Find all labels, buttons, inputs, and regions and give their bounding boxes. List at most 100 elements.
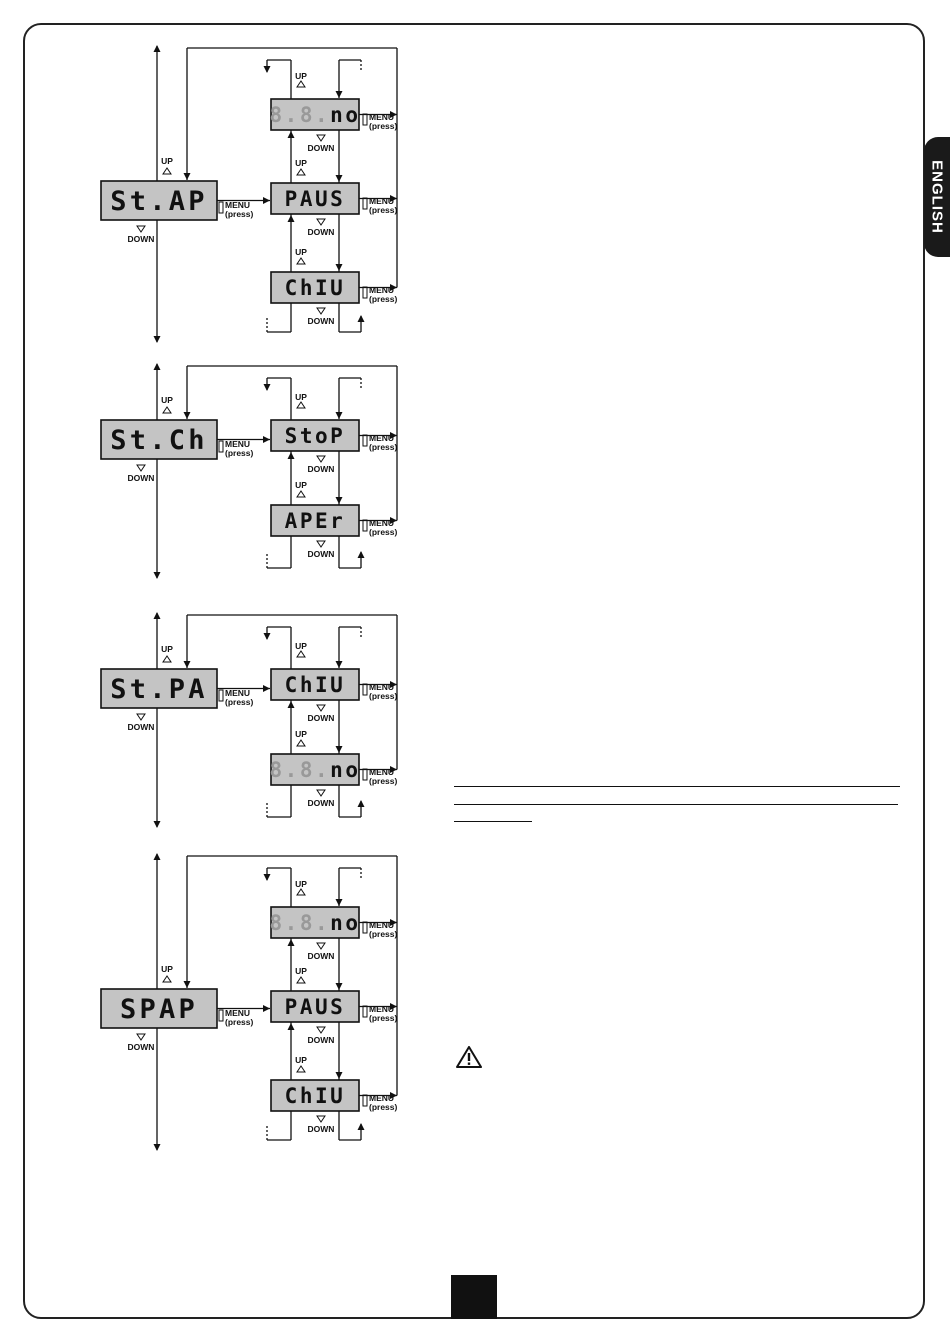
up-triangle-icon [162, 655, 172, 663]
scroll-down-arrow [153, 821, 161, 828]
main-display-screen [100, 668, 218, 709]
option-display-stop-text: StoP [285, 424, 346, 448]
menu-button-icon [218, 689, 224, 702]
option-display-stop: StoP [270, 419, 360, 452]
press-label: (press) [225, 1017, 254, 1027]
up-label: UP [295, 966, 307, 976]
page-number-box [451, 1275, 497, 1319]
menu-button-icon [362, 519, 368, 532]
down-label: DOWN [128, 722, 155, 732]
wrap-down-arrow [335, 412, 343, 419]
bottom-loop-arrow [357, 551, 365, 558]
main-display-text: St.AP [110, 186, 207, 217]
menu-label: MENU [369, 920, 394, 930]
up-label: UP [295, 71, 307, 81]
enter-arrow [263, 197, 270, 204]
option-display-aper: APEr [270, 504, 360, 537]
option-display-paus-screen [270, 182, 360, 215]
menu-label: MENU [225, 1008, 250, 1018]
up-triangle-icon [162, 167, 172, 175]
exit-arrow [390, 111, 397, 118]
down-label: DOWN [128, 473, 155, 483]
down-triangle-icon [316, 789, 326, 797]
scroll-down-arrow [153, 336, 161, 343]
down-triangle-icon [136, 464, 146, 472]
bottom-loop-arrow [357, 315, 365, 322]
up-label: UP [295, 392, 307, 402]
option-display-no: 8.8.no [270, 753, 361, 786]
exit-arrow [390, 432, 397, 439]
option-display-chiu-text: ChIU [285, 1084, 346, 1108]
main-display-text: St.PA [110, 674, 207, 705]
menu-button-icon [218, 1009, 224, 1022]
up-triangle-icon [296, 490, 306, 498]
wrap-down-arrow [335, 661, 343, 668]
menu-label: MENU [225, 200, 250, 210]
menu-button-icon [362, 921, 368, 934]
menu-button-icon [362, 286, 368, 299]
up-label: UP [295, 641, 307, 651]
wrap-up-arrow [263, 66, 271, 73]
up-triangle-icon [296, 168, 306, 176]
down-label: DOWN [308, 143, 335, 153]
warning-triangle-icon [456, 1046, 482, 1073]
down-label: DOWN [308, 1124, 335, 1134]
main-display-text: St.Ch [110, 425, 207, 456]
down-nav-arrow [335, 497, 343, 504]
option-display-chiu-text: ChIU [285, 276, 346, 300]
down-triangle-icon [316, 704, 326, 712]
up-triangle-icon [296, 976, 306, 984]
down-triangle-icon [316, 134, 326, 142]
option-display-no-screen [270, 98, 360, 131]
press-label: (press) [225, 697, 254, 707]
language-tab: ENGLISH [924, 137, 950, 257]
up-triangle-icon [162, 406, 172, 414]
up-triangle-icon [296, 888, 306, 896]
down-triangle-icon [316, 307, 326, 315]
press-label: (press) [225, 209, 254, 219]
wrap-up-arrow [263, 633, 271, 640]
down-label: DOWN [128, 234, 155, 244]
up-nav-arrow [287, 939, 295, 946]
up-label: UP [295, 480, 307, 490]
down-triangle-icon [136, 225, 146, 233]
up-nav-arrow [287, 452, 295, 459]
main-display: SPAP [100, 988, 218, 1029]
down-label: DOWN [308, 549, 335, 559]
down-triangle-icon [316, 942, 326, 950]
wrap-up-arrow [263, 874, 271, 881]
down-triangle-icon [316, 540, 326, 548]
press-label: (press) [369, 294, 398, 304]
down-triangle-icon [316, 218, 326, 226]
exit-arrow [390, 517, 397, 524]
exit-arrow [390, 766, 397, 773]
option-display-no-text: 8.8.no [270, 758, 361, 782]
menu-label: MENU [225, 439, 250, 449]
enter-arrow [263, 685, 270, 692]
menu-label: MENU [369, 112, 394, 122]
press-label: (press) [369, 527, 398, 537]
option-display-chiu-screen [270, 271, 360, 304]
down-label: DOWN [308, 227, 335, 237]
down-triangle-icon [316, 455, 326, 463]
scroll-up-arrow [153, 363, 161, 370]
down-nav-arrow [335, 1072, 343, 1079]
down-label: DOWN [128, 1042, 155, 1052]
text-rule-2 [454, 804, 898, 805]
main-display: St.PA [100, 668, 218, 709]
menu-button-icon [362, 197, 368, 210]
option-display-chiu-screen [270, 1079, 360, 1112]
down-triangle-icon [136, 1033, 146, 1041]
option-display-no-text: 8.8.no [270, 103, 361, 127]
language-label: ENGLISH [928, 160, 946, 234]
option-display-stop-screen [270, 419, 360, 452]
up-nav-arrow [287, 1023, 295, 1030]
up-label: UP [161, 964, 173, 974]
press-label: (press) [369, 776, 398, 786]
exit-arrow [390, 919, 397, 926]
exit-arrow [390, 284, 397, 291]
down-label: DOWN [308, 1035, 335, 1045]
up-nav-arrow [287, 701, 295, 708]
